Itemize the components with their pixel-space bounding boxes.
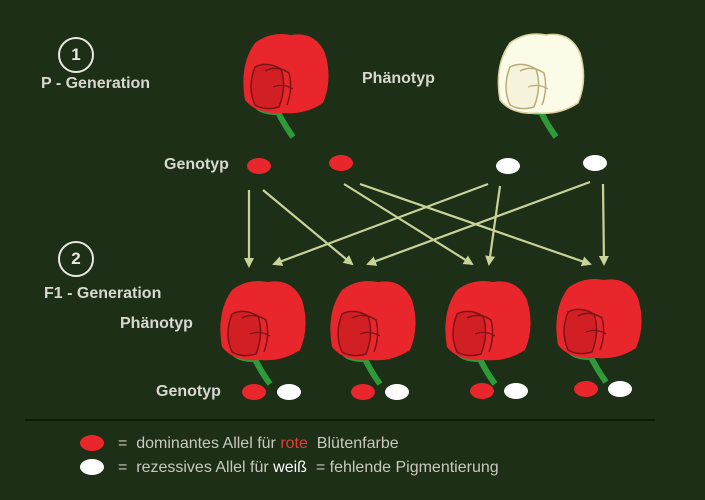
f1-genotype-label: Genotyp xyxy=(156,383,221,400)
legend-recessive-suffix: = fehlende Pigmentierung xyxy=(306,459,499,476)
f1-allele-white-1 xyxy=(277,384,301,400)
f1-allele-red-4 xyxy=(574,381,598,397)
f1-allele-red-1 xyxy=(242,384,266,400)
legend-recessive: = rezessives Allel für weiß = fehlende P… xyxy=(118,459,499,477)
p-allele-white-1 xyxy=(496,158,520,174)
f1-flower-2 xyxy=(330,281,415,384)
cross-arrows xyxy=(244,180,609,268)
p-flower-white xyxy=(498,34,583,137)
p-allele-white-2 xyxy=(583,155,607,171)
f1-phenotype-label: Phänotyp xyxy=(120,315,193,332)
legend-recessive-highlight: weiß xyxy=(273,459,307,476)
p-flower-red xyxy=(243,34,328,137)
legend-recessive-prefix: = rezessives Allel für xyxy=(118,459,274,476)
step-2-marker: 2 xyxy=(58,241,94,277)
f1-generation-label: F1 - Generation xyxy=(44,285,162,302)
f1-allele-white-4 xyxy=(608,381,632,397)
f1-flower-3 xyxy=(445,281,530,384)
legend-dominant-highlight: rote xyxy=(280,435,308,452)
f1-allele-red-2 xyxy=(351,384,375,400)
f1-allele-red-3 xyxy=(470,383,494,399)
legend-dominant-suffix: Blütenfarbe xyxy=(307,435,399,452)
legend-dominant: = dominantes Allel für rote Blütenfarbe xyxy=(118,435,399,453)
legend-white-swatch xyxy=(80,459,104,475)
p-genotype-label: Genotyp xyxy=(164,156,229,173)
p-generation-label: P - Generation xyxy=(41,75,151,92)
p-allele-red-1 xyxy=(247,158,271,174)
f1-allele-white-2 xyxy=(385,384,409,400)
p-phenotype-label: Phänotyp xyxy=(362,70,435,87)
step-1-marker: 1 xyxy=(58,37,94,73)
legend-dominant-prefix: = dominantes Allel für xyxy=(118,435,281,452)
f1-flower-1 xyxy=(220,281,305,384)
f1-allele-white-3 xyxy=(504,383,528,399)
p-allele-red-2 xyxy=(329,155,353,171)
legend-red-swatch xyxy=(80,435,104,451)
f1-flower-4 xyxy=(556,279,641,382)
